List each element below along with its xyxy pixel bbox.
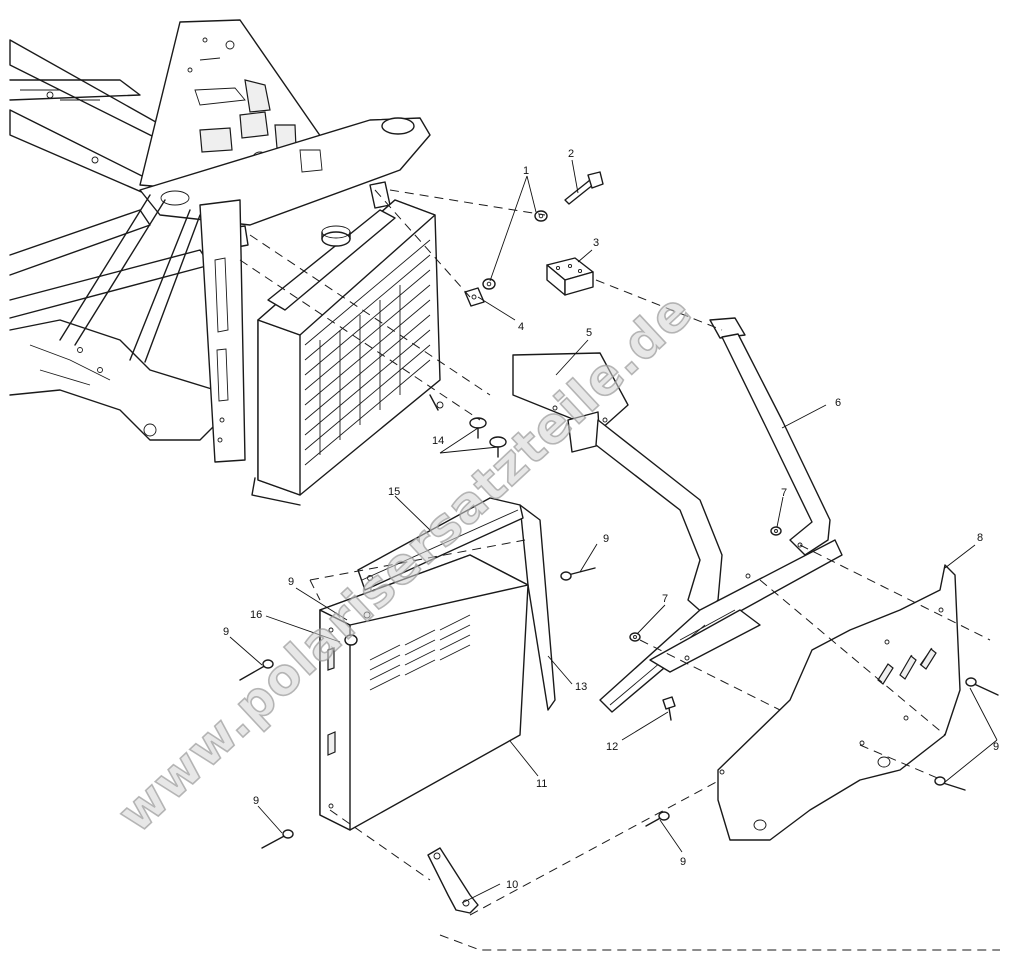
radiator-shroud: [319, 497, 556, 831]
callout-4: 4: [518, 321, 524, 333]
callout-13: 13: [575, 681, 587, 693]
callout-leaders: [229, 159, 998, 904]
callout-5: 5: [586, 327, 592, 339]
callout-11: 11: [536, 778, 547, 790]
callout-9f: 9: [993, 741, 999, 753]
bumper-frame: [567, 317, 843, 713]
callout-15: 15: [388, 486, 400, 498]
hardware-upper: [464, 171, 604, 307]
nuts-7-12: [629, 526, 782, 721]
callout-9e: 9: [680, 856, 686, 868]
callout-8: 8: [977, 532, 983, 544]
callout-16: 16: [250, 609, 262, 621]
callout-9c: 9: [223, 626, 229, 638]
radiator: [251, 199, 444, 506]
callout-14: 14: [432, 435, 444, 447]
callout-labels: 1 2 3 4 5 6 7 7 8 9 9 9 9 9 9 10 11 12 1…: [223, 148, 999, 891]
callout-6: 6: [835, 397, 841, 409]
callout-7b: 7: [662, 593, 668, 605]
callout-1: 1: [523, 165, 529, 177]
vehicle-frame: [9, 19, 431, 463]
mount-plate: [512, 352, 629, 431]
callout-12: 12: [606, 741, 618, 753]
callout-9d: 9: [253, 795, 259, 807]
callout-3: 3: [593, 237, 599, 249]
callout-9a: 9: [603, 533, 609, 545]
skid-plate: [717, 564, 961, 841]
callout-10: 10: [506, 879, 518, 891]
assembly-lines: [239, 189, 1000, 951]
callout-9b: 9: [288, 576, 294, 588]
callout-7a: 7: [781, 487, 787, 499]
callout-2: 2: [568, 148, 574, 160]
